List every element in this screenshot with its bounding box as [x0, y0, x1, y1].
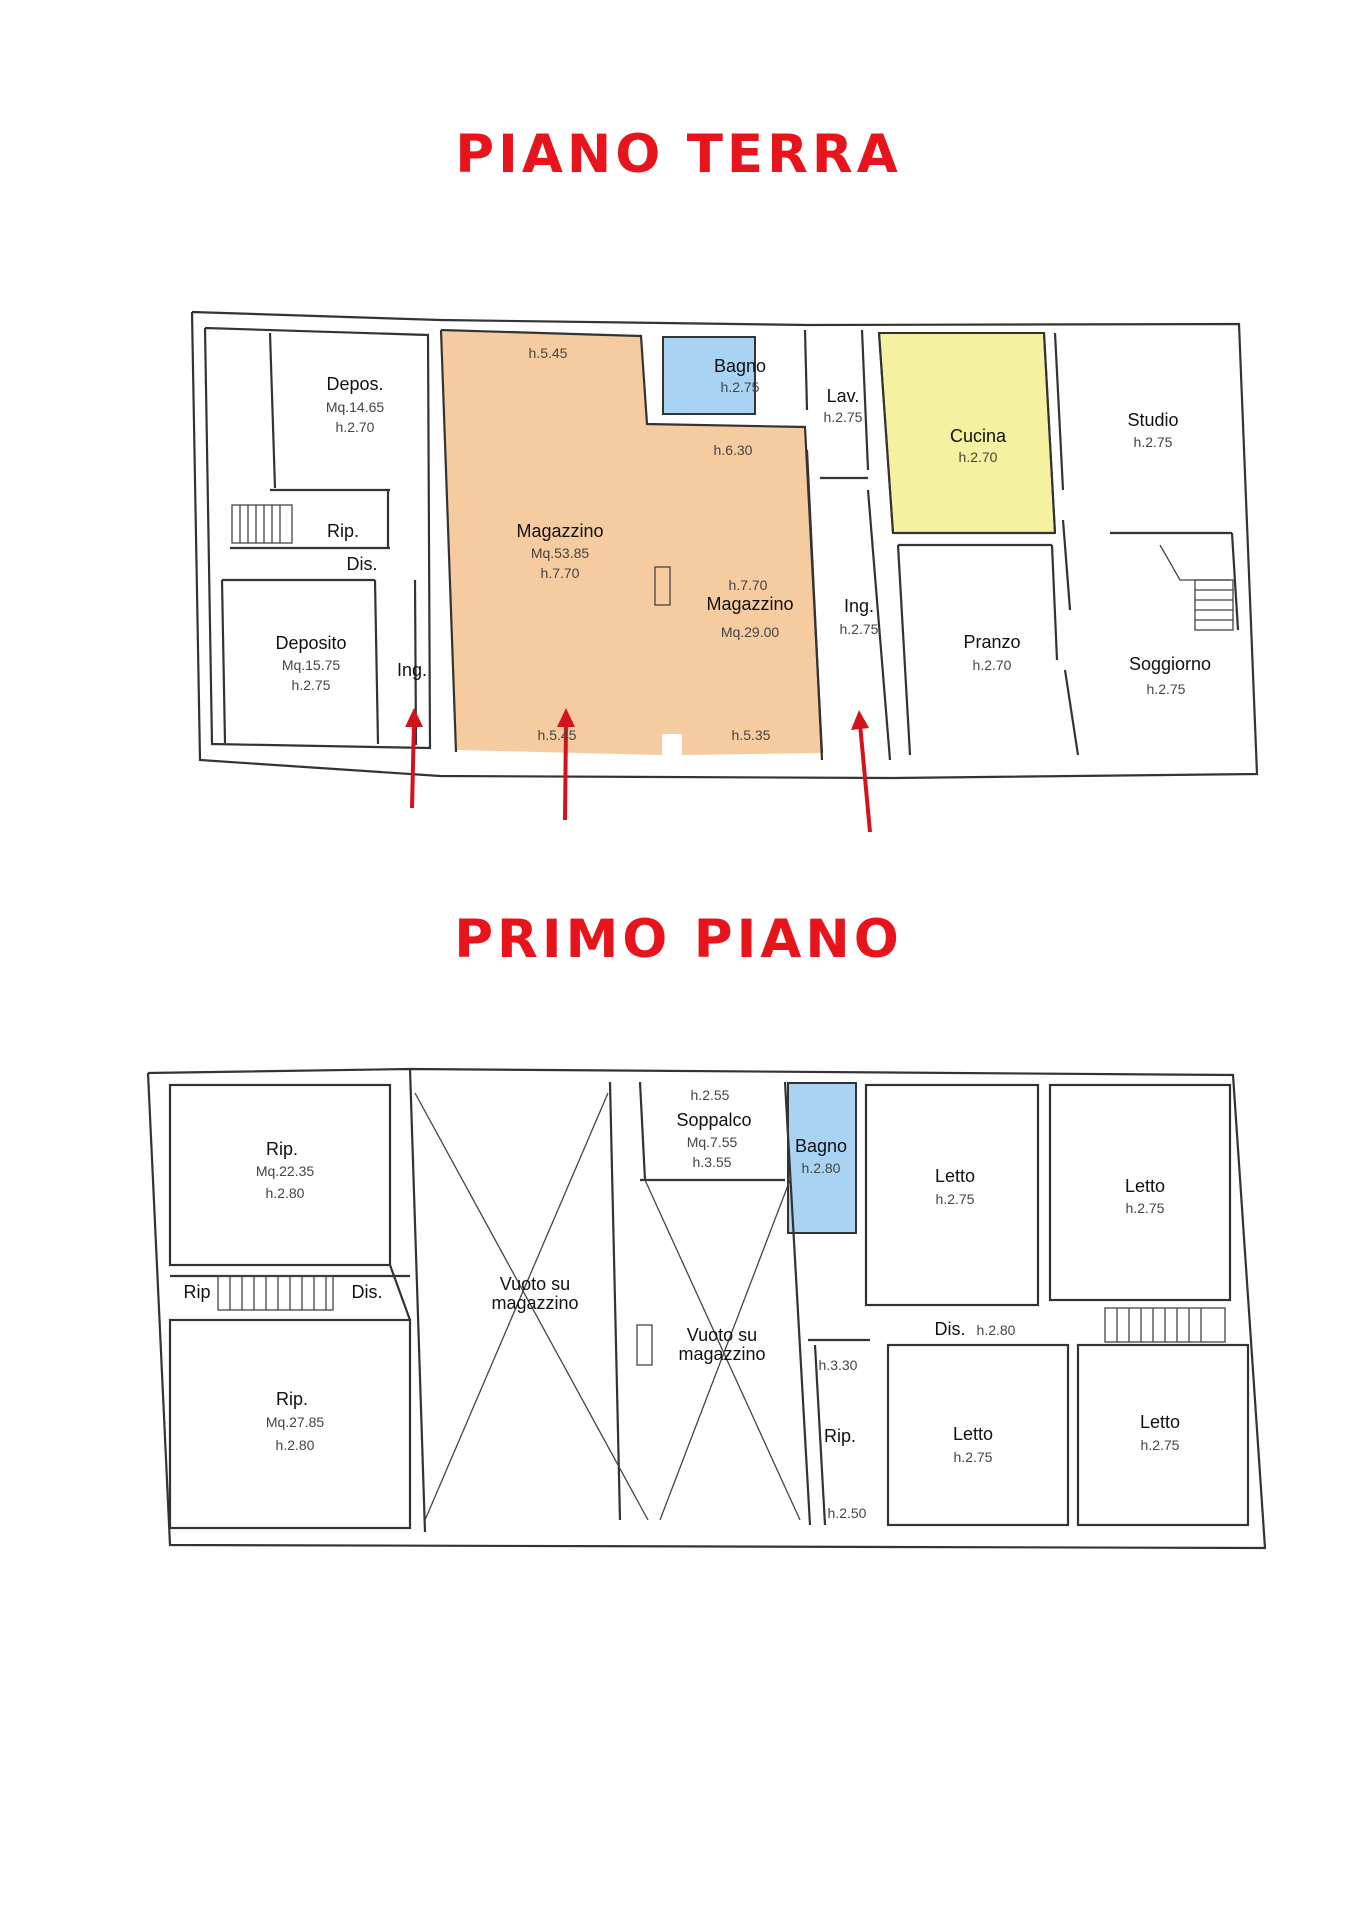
vuoto-1-sub: magazzino	[491, 1293, 578, 1313]
room-label-letto-1: Letto	[935, 1166, 975, 1186]
ground-floor-title: PIANO TERRA	[455, 124, 902, 185]
room-label-letto-4: Letto	[1140, 1412, 1180, 1432]
rip-1-area: Mq.22.35	[256, 1163, 315, 1179]
depos-area: Mq.14.65	[326, 399, 385, 415]
room-label-soppalco: Soppalco	[676, 1110, 751, 1130]
room-label-rip-small: Rip	[183, 1282, 210, 1302]
magazzino-area: Mq.53.85	[531, 545, 590, 561]
room-label-cucina: Cucina	[950, 426, 1007, 446]
bagno-height: h.2.75	[721, 379, 760, 395]
void-cross-1	[414, 1092, 649, 1521]
height-label: h.2.55	[691, 1087, 730, 1103]
bagno-first-fill	[787, 1082, 857, 1234]
room-label-rip-2: Rip.	[276, 1389, 308, 1409]
room-label-ing-center: Ing.	[844, 596, 874, 616]
pranzo-height: h.2.70	[973, 657, 1012, 673]
stairs-ground-left	[231, 504, 293, 544]
ing-center-height: h.2.75	[840, 621, 879, 637]
void-cross-2	[644, 1179, 801, 1521]
deposito-area: Mq.15.75	[282, 657, 341, 673]
room-label-depos: Depos.	[326, 374, 383, 394]
room-label-pranzo: Pranzo	[963, 632, 1020, 652]
letto-4-height: h.2.75	[1141, 1437, 1180, 1453]
room-label-bagno: Bagno	[714, 356, 766, 376]
room-label-magazzino-2: Magazzino	[706, 594, 793, 614]
lav-height: h.2.75	[824, 409, 863, 425]
rip-2-height: h.2.80	[276, 1437, 315, 1453]
room-label-deposito: Deposito	[275, 633, 346, 653]
height-label: h.5.45	[538, 727, 577, 743]
rip-2-area: Mq.27.85	[266, 1414, 325, 1430]
height-label: h.6.30	[714, 442, 753, 458]
room-label-vuoto-2: Vuoto su	[687, 1325, 757, 1345]
height-label: h.5.35	[732, 727, 771, 743]
room-label-dis-right: Dis.	[935, 1319, 966, 1339]
cucina-height: h.2.70	[959, 449, 998, 465]
first-floor-plan: Rip. Mq.22.35 h.2.80 Rip Dis. Rip. Mq.27…	[146, 1067, 1267, 1550]
room-label-soggiorno: Soggiorno	[1129, 654, 1211, 674]
first-floor-title: PRIMO PIANO	[454, 909, 903, 970]
bagno-ground-fill	[662, 336, 756, 415]
height-label: h.2.50	[828, 1505, 867, 1521]
studio-height: h.2.75	[1134, 434, 1173, 450]
entrance-arrows	[405, 708, 872, 833]
soppalco-area: Mq.7.55	[687, 1134, 738, 1150]
room-label-letto-2: Letto	[1125, 1176, 1165, 1196]
letto-2-height: h.2.75	[1126, 1200, 1165, 1216]
deposito-height: h.2.75	[292, 677, 331, 693]
room-label-rip-right: Rip.	[824, 1426, 856, 1446]
height-label: h.5.45	[529, 345, 568, 361]
soggiorno-height: h.2.75	[1147, 681, 1186, 697]
rip-1-height: h.2.80	[266, 1185, 305, 1201]
room-label-ing-left: Ing.	[397, 660, 427, 680]
room-label-lav: Lav.	[827, 386, 860, 406]
room-label-vuoto-1: Vuoto su	[500, 1274, 570, 1294]
height-label: h.3.30	[819, 1357, 858, 1373]
bagno-first-height: h.2.80	[802, 1160, 841, 1176]
soppalco-height: h.3.55	[693, 1154, 732, 1170]
room-label-bagno-first: Bagno	[795, 1136, 847, 1156]
magazzino-height: h.7.70	[541, 565, 580, 581]
dis-right-height: h.2.80	[977, 1322, 1016, 1338]
room-label-dis-left: Dis.	[352, 1282, 383, 1302]
vuoto-2-sub: magazzino	[678, 1344, 765, 1364]
room-label-rip-1: Rip.	[266, 1139, 298, 1159]
stairs-first-right	[1104, 1307, 1226, 1343]
stairs-ground-right	[1159, 544, 1234, 631]
height-label: h.7.70	[729, 577, 768, 593]
room-label-studio: Studio	[1127, 410, 1178, 430]
room-label-letto-3: Letto	[953, 1424, 993, 1444]
magazzino-fill	[441, 330, 822, 755]
room-label-dis: Dis.	[347, 554, 378, 574]
depos-height: h.2.70	[336, 419, 375, 435]
letto-3-height: h.2.75	[954, 1449, 993, 1465]
magazzino-2-area: Mq.29.00	[721, 624, 780, 640]
letto-1-height: h.2.75	[936, 1191, 975, 1207]
stairs-first-left	[217, 1275, 334, 1311]
ground-floor-plan: Depos. Mq.14.65 h.2.70 Rip. Dis. Deposit…	[190, 310, 1259, 833]
room-label-rip: Rip.	[327, 521, 359, 541]
room-label-magazzino: Magazzino	[516, 521, 603, 541]
